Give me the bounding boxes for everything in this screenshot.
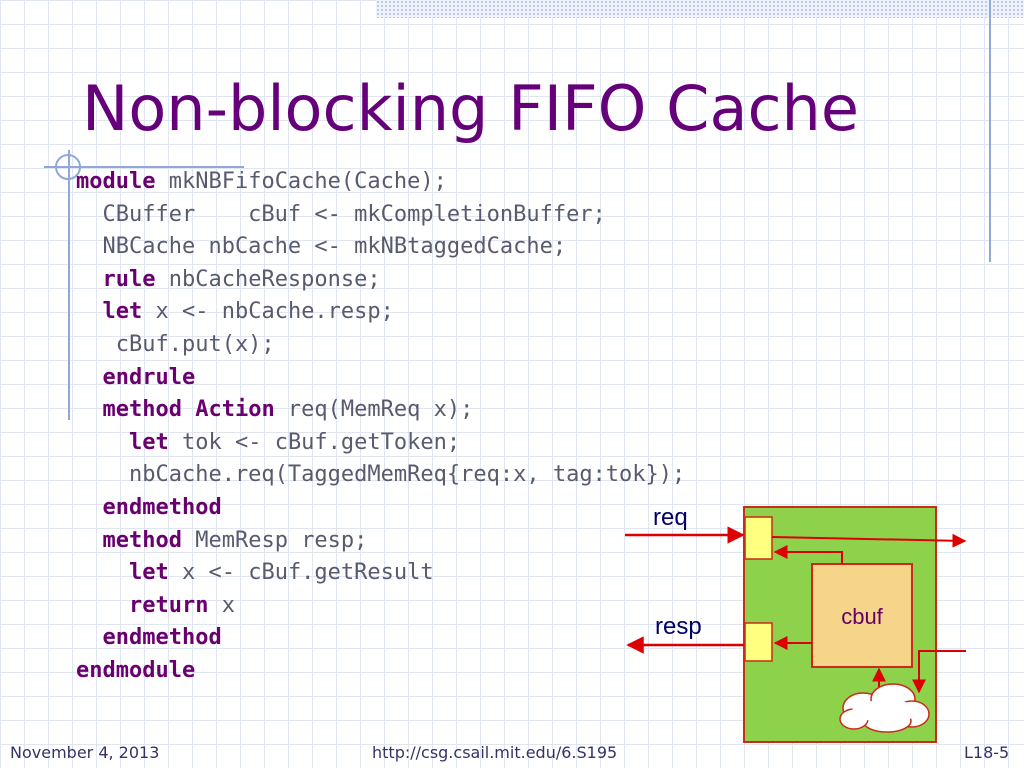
- code-line: let tok <- cBuf.getToken;: [76, 427, 896, 460]
- code-keyword: endrule: [102, 364, 196, 390]
- code-text: NBCache nbCache <- mkNBtaggedCache;: [76, 234, 567, 260]
- footer-slide-number: L18-5: [964, 743, 1010, 762]
- code-text: [76, 560, 129, 585]
- footer-date: November 4, 2013: [10, 743, 160, 762]
- code-keyword: endmodule: [76, 657, 196, 683]
- code-text: [76, 299, 103, 324]
- footer-url[interactable]: http://csg.csail.mit.edu/6.S195: [372, 743, 618, 762]
- code-line: method Action req(MemReq x);: [76, 394, 896, 427]
- code-text: [76, 625, 103, 650]
- decorative-circle: [55, 154, 81, 180]
- code-line: endmodule: [76, 655, 896, 688]
- code-line: endrule: [76, 362, 896, 395]
- code-text: MemResp resp;: [181, 527, 368, 553]
- decorative-vertical-line: [989, 0, 991, 262]
- code-text: x <- nbCache.resp;: [142, 299, 394, 325]
- code-text: cBuf.put(x);: [76, 331, 275, 357]
- code-text: x: [208, 592, 235, 618]
- code-line: let x <- nbCache.resp;: [76, 296, 896, 329]
- code-line: CBuffer cBuf <- mkCompletionBuffer;: [76, 199, 896, 232]
- code-keyword: module: [76, 169, 156, 194]
- code-keyword: let: [128, 429, 169, 455]
- code-text: [76, 528, 103, 553]
- code-keyword: endmethod: [102, 494, 222, 520]
- top-decorative-band: [376, 0, 1024, 18]
- code-keyword: let: [102, 299, 143, 325]
- code-text: CBuffer cBuf <- mkCompletionBuffer;: [76, 201, 606, 227]
- code-line: module mkNBFifoCache(Cache);: [76, 166, 896, 199]
- slide-title: Non-blocking FIFO Cache: [82, 72, 859, 145]
- code-keyword: method: [102, 527, 182, 553]
- code-line: method MemResp resp;: [76, 525, 896, 558]
- code-line: cBuf.put(x);: [76, 329, 896, 362]
- code-text: [76, 267, 103, 292]
- code-line: rule nbCacheResponse;: [76, 264, 896, 297]
- code-line: nbCache.req(TaggedMemReq{req:x, tag:tok}…: [76, 459, 896, 492]
- code-keyword: return: [128, 592, 209, 618]
- code-text: nbCache.req(TaggedMemReq{req:x, tag:tok}…: [76, 462, 686, 488]
- code-keyword: let: [128, 560, 169, 586]
- code-text: [76, 365, 103, 390]
- cache-resp-in-arrow: [912, 650, 966, 694]
- code-line: NBCache nbCache <- mkNBtaggedCache;: [76, 231, 896, 264]
- code-text: req(MemReq x);: [274, 397, 474, 423]
- code-keyword: method Action: [102, 397, 275, 423]
- code-line: let x <- cBuf.getResult: [76, 557, 896, 590]
- code-text: mkNBFifoCache(Cache);: [155, 169, 447, 194]
- code-keyword: rule: [102, 266, 156, 292]
- code-keyword: endmethod: [102, 625, 222, 651]
- code-line: return x: [76, 590, 896, 623]
- code-line: endmethod: [76, 622, 896, 655]
- code-text: nbCacheResponse;: [155, 266, 381, 292]
- decorative-horizontal-line: [44, 166, 244, 168]
- cloud-icon: [839, 683, 930, 733]
- code-line: endmethod: [76, 492, 896, 525]
- code-text: [76, 397, 103, 422]
- code-text: [76, 593, 129, 618]
- code-text: [76, 495, 103, 520]
- decorative-left-vertical-line: [68, 150, 70, 420]
- code-text: x <- cBuf.getResult: [168, 560, 434, 586]
- code-text: [76, 430, 129, 455]
- code-text: tok <- cBuf.getToken;: [168, 429, 461, 455]
- code-block: module mkNBFifoCache(Cache); CBuffer cBu…: [76, 166, 896, 688]
